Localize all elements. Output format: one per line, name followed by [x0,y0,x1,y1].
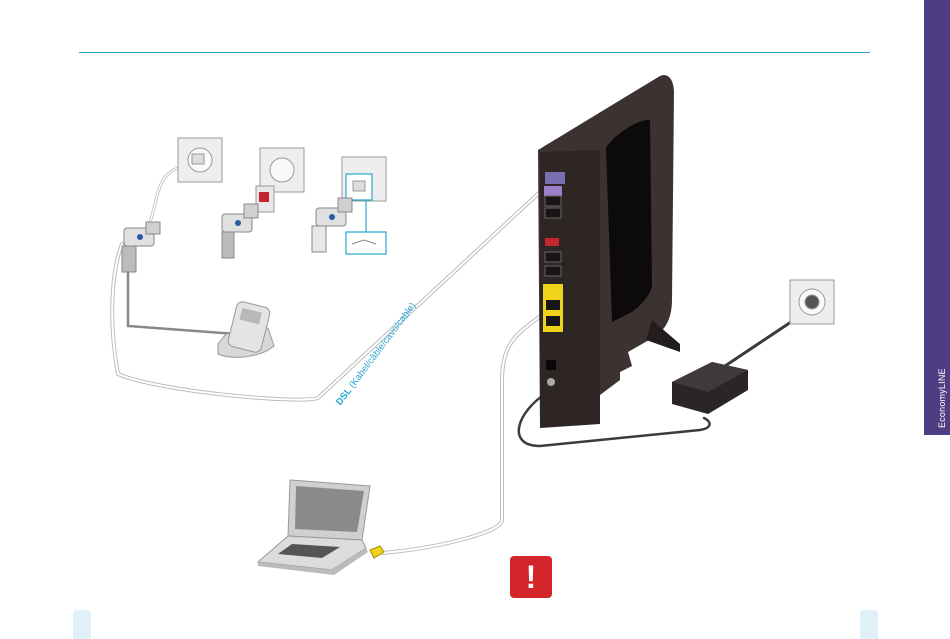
phone-cable [128,270,236,334]
exclamation-icon: ! [510,556,552,598]
wall-jack-1 [178,138,222,182]
ethernet-plug [370,546,384,558]
cables [112,168,806,553]
page-tab-right [860,610,878,639]
splitter-2 [222,204,258,258]
splitter-1 [122,222,160,272]
router [538,75,680,428]
ethernet-cable [382,312,546,553]
wall-jack-2 [256,148,304,212]
power-adapter [672,362,748,414]
phone-icon [218,301,274,358]
page-tab-left [73,610,91,639]
laptop-icon [258,480,370,575]
power-socket [790,280,834,324]
splitter-to-wall-cable [150,168,178,222]
